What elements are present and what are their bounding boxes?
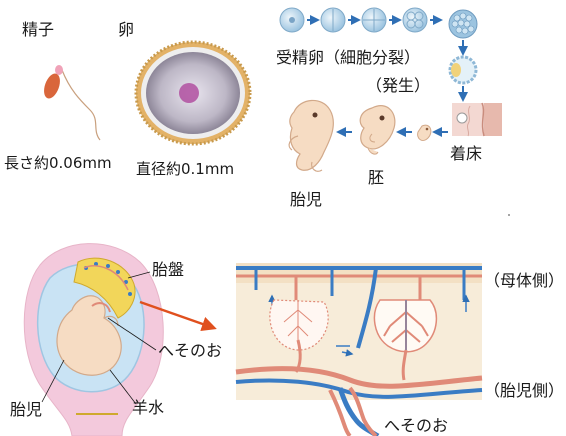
umbilical-cord-detail-label: へそのお (384, 418, 448, 434)
fetus-label-bottom: 胎児 (10, 402, 42, 418)
placenta-detail-illustration (236, 263, 482, 436)
early-fetus-illustration (289, 100, 333, 171)
embryo-label: 胚 (368, 170, 384, 186)
egg-label: 卵 (118, 22, 134, 38)
sperm-size-label: 長さ約0.06mm (4, 156, 112, 171)
embryo-illustration (360, 106, 395, 154)
implantation-label: 着床 (450, 146, 482, 162)
fertilized-egg-label: 受精卵（細胞分裂） (276, 50, 420, 66)
development-label: （発生） (366, 78, 430, 94)
early-embryo-illustration (418, 125, 431, 140)
umbilical-cord-label: へそのお (158, 343, 222, 359)
egg-size-label: 直径約0.1mm (136, 162, 234, 177)
sperm-label: 精子 (22, 22, 54, 38)
maternal-side-label: （母体側） (484, 273, 564, 289)
fetal-side-label: （胎児側） (484, 383, 564, 399)
amniotic-fluid-label: 羊水 (132, 400, 164, 416)
sperm-illustration (41, 65, 100, 140)
fetus-label-top: 胎児 (290, 192, 322, 208)
implantation-illustration (452, 103, 502, 136)
placenta-label: 胎盤 (152, 262, 184, 278)
egg-illustration (136, 42, 250, 144)
